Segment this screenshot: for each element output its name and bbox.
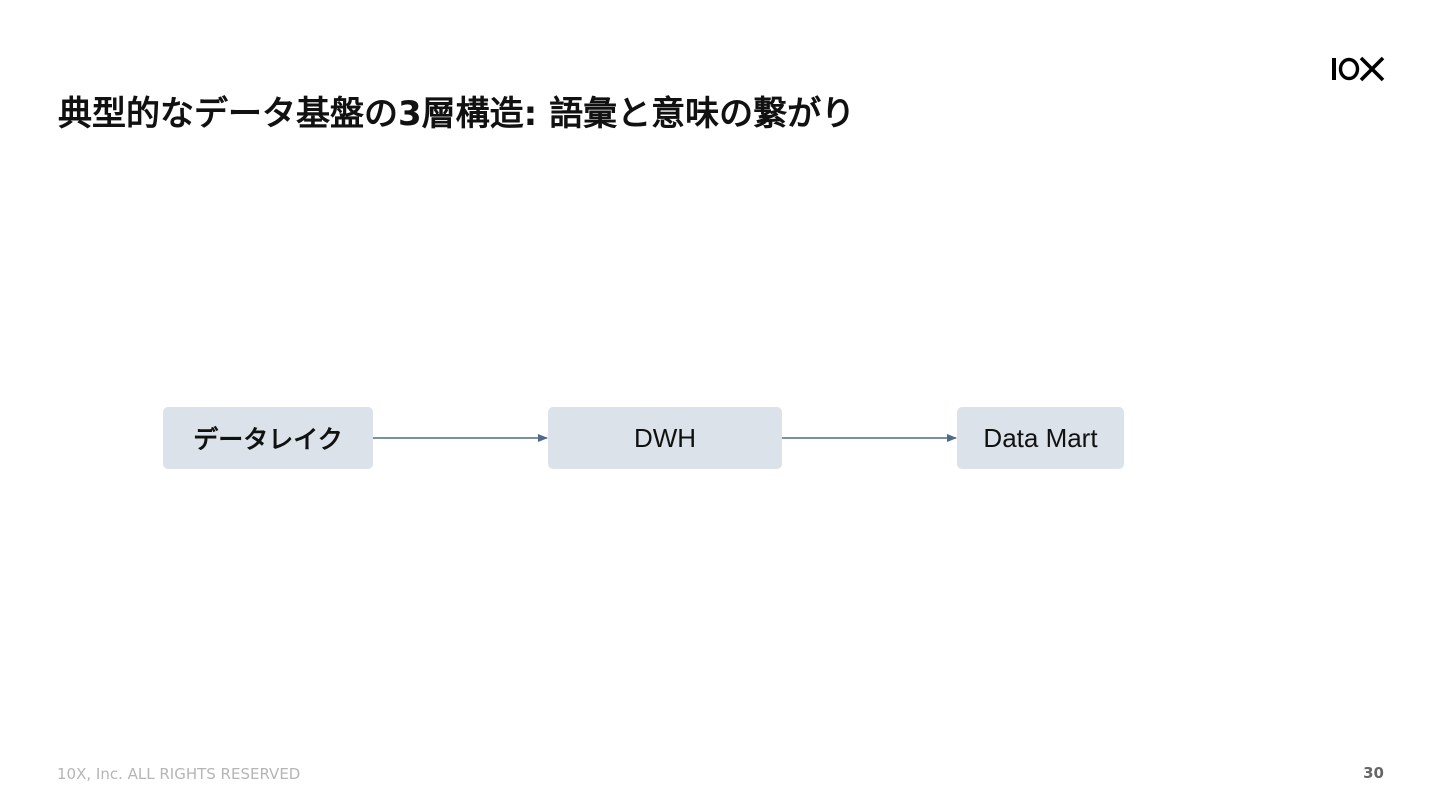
node-data-lake-label: データレイク <box>193 425 343 454</box>
node-dwh-label: DWH <box>633 422 697 453</box>
node-data-mart-label: Data Mart <box>983 422 1098 453</box>
node-dwh: DWH <box>548 407 782 469</box>
copyright-footer: 10X, Inc. ALL RIGHTS RESERVED <box>57 765 301 783</box>
slide-title: 典型的なデータ基盤の3層構造: 語彙と意味の繋がり <box>58 94 856 134</box>
10x-logo <box>1332 56 1385 82</box>
node-data-lake: データレイク <box>163 407 373 469</box>
node-data-mart: Data Mart <box>957 407 1124 469</box>
page-number: 30 <box>1363 764 1384 782</box>
